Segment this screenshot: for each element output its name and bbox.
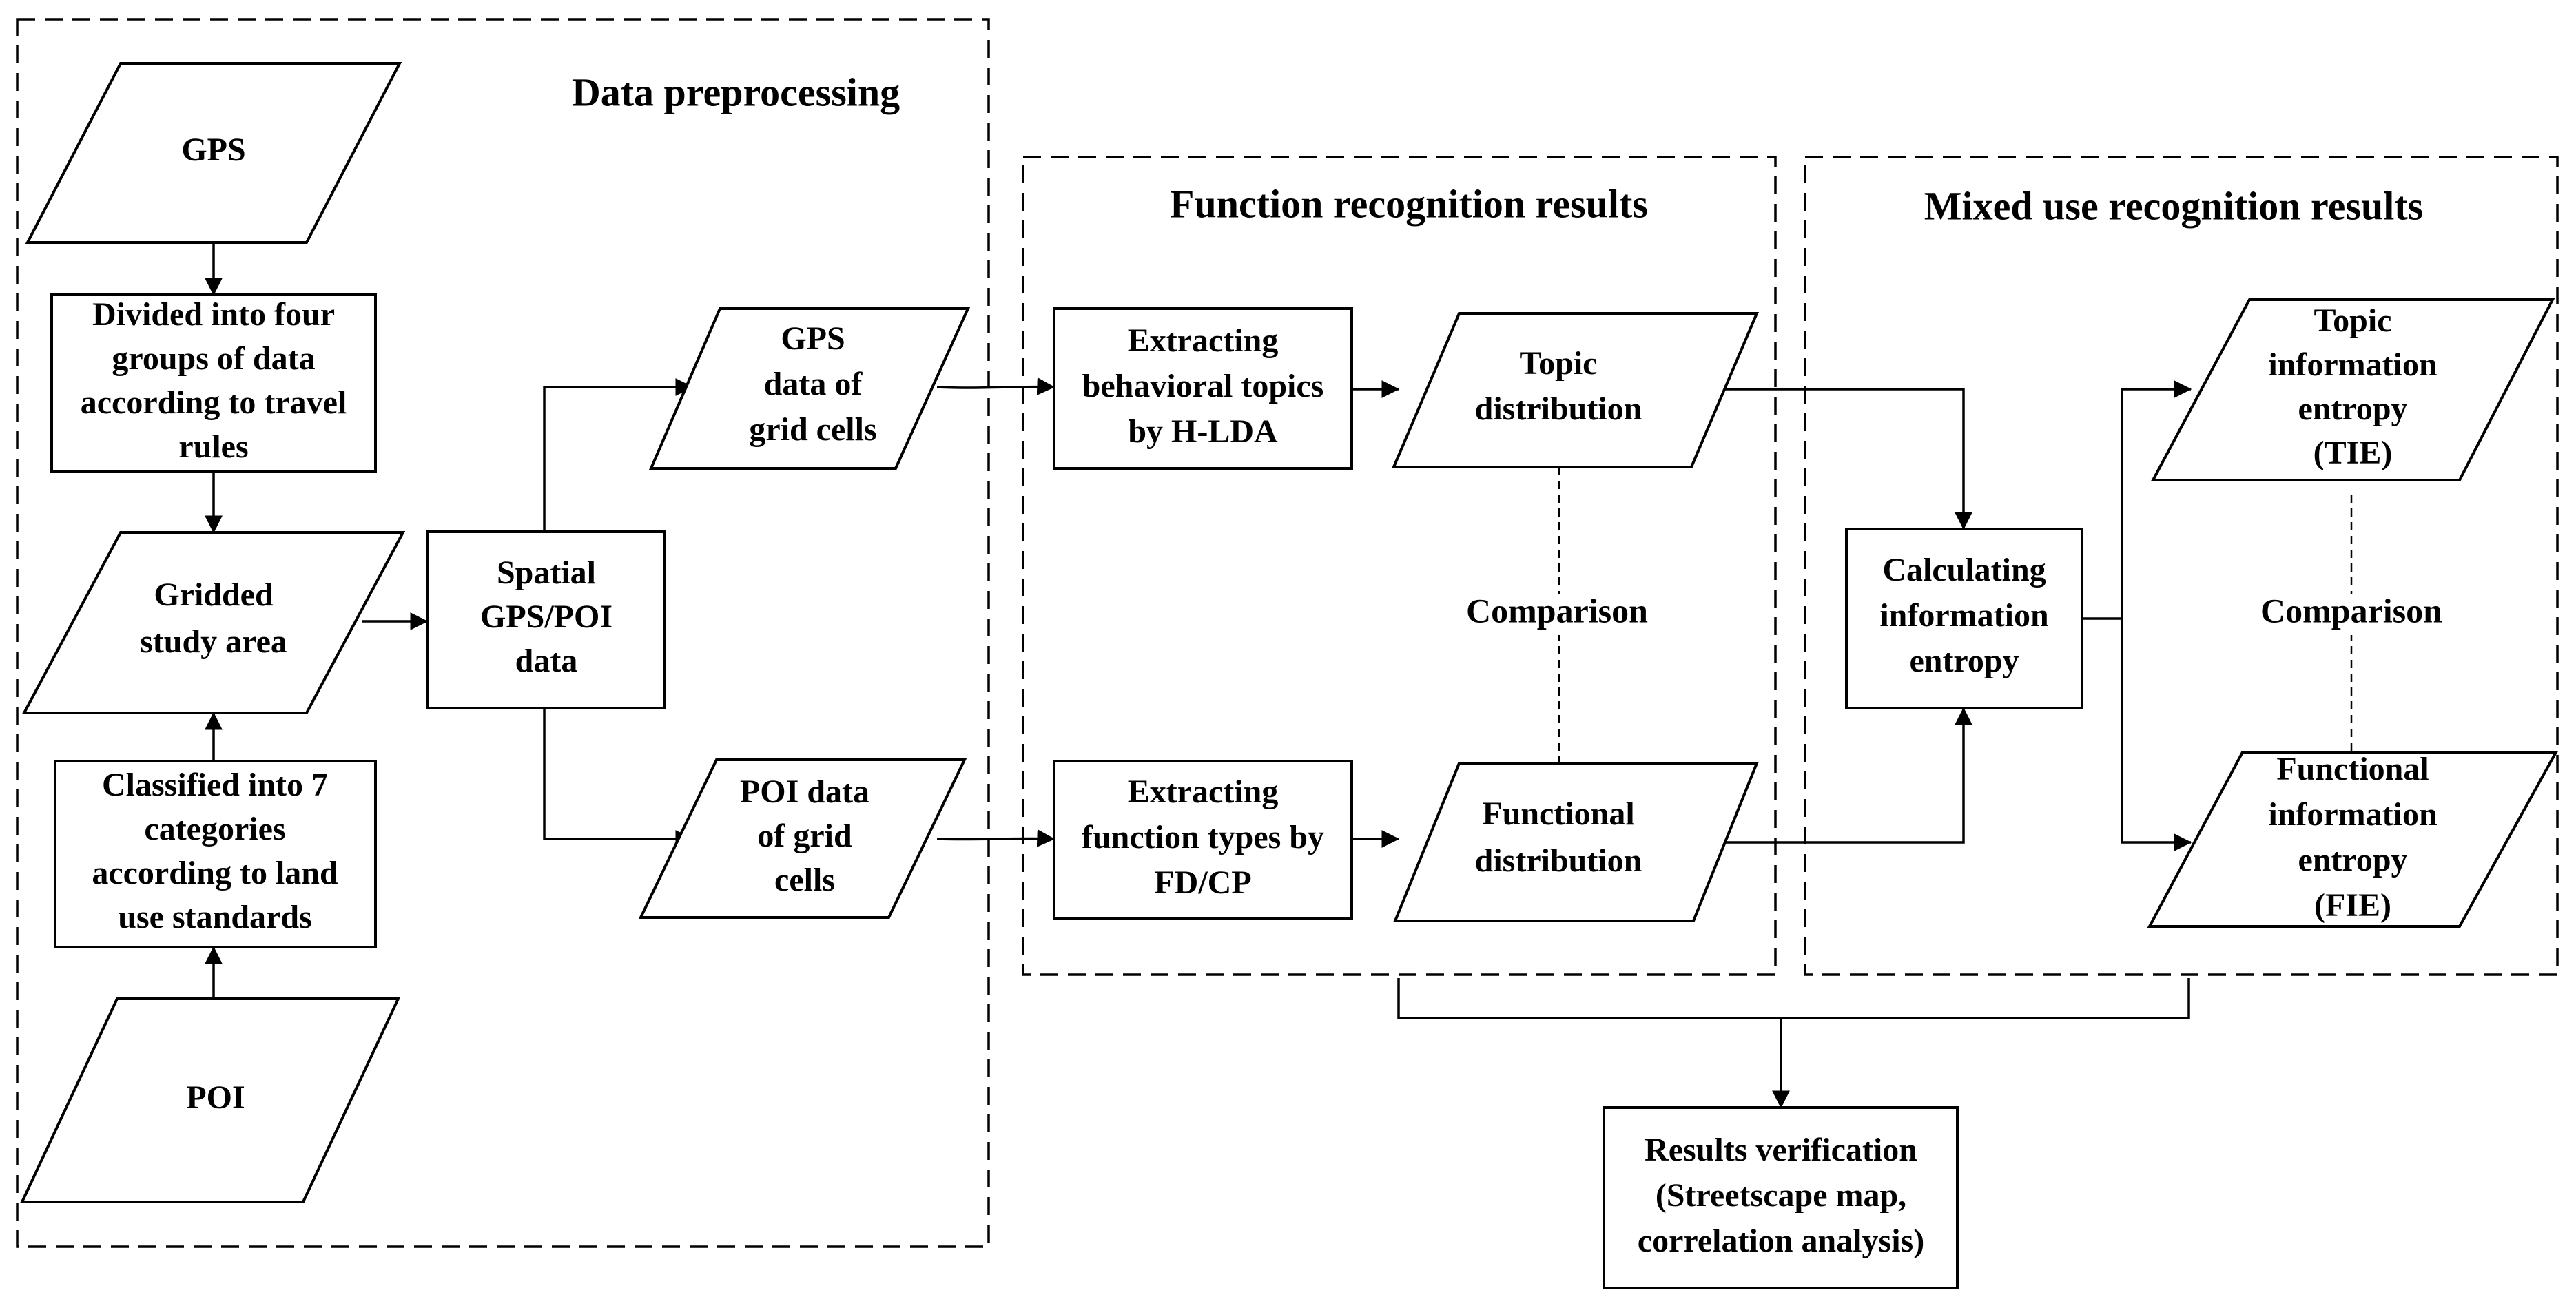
- edge-groups-to-verification: [1397, 978, 2190, 1108]
- node-label-line: entropy: [2298, 842, 2407, 878]
- svg-text:Results verification(Streetsca: Results verification (Streetscape map, cor…: [1638, 1132, 1924, 1259]
- group-frame-function: [1022, 156, 1777, 976]
- node-tie: Topic information entropy (TIE): [2150, 298, 2555, 481]
- node-gps-grid: GPS data of grid cells: [648, 307, 971, 470]
- node-label-line: entropy: [1909, 643, 2019, 679]
- node-classified: Classified into 7 categories according to …: [54, 760, 377, 948]
- edge-calc-entropy-to-tie: [2082, 380, 2192, 620]
- node-divided: Divided into four groups of data according…: [50, 293, 377, 473]
- node-label-line: (TIE): [2314, 435, 2393, 471]
- node-gridded: Gridded study area: [21, 531, 406, 714]
- node-label-line: groups of data: [112, 340, 315, 377]
- node-label-line: function types by: [1082, 819, 1324, 855]
- node-gps: GPS: [25, 62, 402, 244]
- edge-spatial-to-gps-grid: [543, 378, 694, 532]
- node-label-line: GPS: [781, 320, 845, 357]
- node-label-line: study area: [140, 623, 287, 660]
- node-extract-topics: Extracting behavioral topics by H-LDA: [1053, 307, 1353, 470]
- node-label-line: entropy: [2298, 391, 2407, 427]
- group-frame-mixed: [1804, 156, 2559, 976]
- node-label-line: distribution: [1475, 842, 1642, 879]
- node-label-line: Spatial: [497, 554, 596, 591]
- node-label-line: Classified into 7: [102, 767, 328, 803]
- node-label-line: correlation analysis): [1638, 1223, 1924, 1259]
- node-label-line: Functional: [2276, 751, 2429, 787]
- node-calc-entropy: Calculating information entropy: [1845, 528, 2083, 709]
- node-label-line: use standards: [118, 899, 311, 935]
- node-label-line: grid cells: [749, 411, 876, 448]
- node-label-line: of grid: [757, 818, 852, 854]
- edge-topic-dist-to-calc-entropy: [1722, 388, 1972, 530]
- node-label-line: rules: [178, 428, 248, 465]
- node-poi: POI: [19, 997, 401, 1203]
- node-verification: Results verification (Streetscape map, cor…: [1603, 1106, 1959, 1289]
- node-label-line: Results verification: [1645, 1132, 1917, 1168]
- node-label-line: Topic: [2314, 302, 2392, 339]
- node-label-line: data: [515, 643, 578, 679]
- node-label-line: by H-LDA: [1128, 413, 1278, 450]
- node-poi-grid: POI data of grid cells: [638, 758, 967, 919]
- edge-spatial-to-poi-grid: [543, 708, 694, 848]
- node-label-line: Extracting: [1128, 774, 1279, 810]
- group-title-preprocessing: Data preprocessing: [572, 70, 900, 114]
- edge-poi-grid-to-extract-functions: [936, 829, 1055, 848]
- edge-gps-grid-to-extract-topics: [936, 377, 1055, 396]
- node-label-line: Gridded: [154, 577, 274, 613]
- group-title-mixed: Mixed use recognition results: [1924, 183, 2423, 228]
- node-label-line: Topic: [1520, 345, 1598, 382]
- node-label-line: POI: [186, 1079, 245, 1116]
- node-label-line: data of: [764, 366, 863, 402]
- node-label-line: Extracting: [1128, 322, 1279, 359]
- node-label-line: categories: [144, 811, 285, 847]
- comparison-label-right: Comparison: [2260, 591, 2442, 630]
- group-frame-preprocessing: [16, 18, 990, 1248]
- group-title-function: Function recognition results: [1170, 181, 1648, 226]
- node-label-line: FD/CP: [1154, 864, 1251, 901]
- edge-func-dist-to-calc-entropy: [1722, 707, 1972, 844]
- svg-text:GPS: GPS: [181, 132, 245, 168]
- node-topic-dist: Topic distribution: [1391, 312, 1760, 468]
- node-label-line: according to travel: [81, 384, 347, 421]
- node-label-line: Calculating: [1882, 552, 2046, 588]
- node-label-line: information: [1879, 597, 2048, 634]
- node-label-line: information: [2268, 346, 2437, 383]
- node-label-line: according to land: [92, 855, 338, 891]
- node-label-line: (FIE): [2314, 887, 2391, 924]
- node-label-line: behavioral topics: [1082, 368, 1324, 404]
- node-func-dist: Functional distribution: [1393, 762, 1759, 922]
- node-fie: Functional information entropy (FIE): [2147, 751, 2559, 928]
- node-extract-functions: Extracting function types by FD/CP: [1053, 760, 1353, 920]
- node-label-line: distribution: [1475, 391, 1642, 427]
- svg-text:POI: POI: [186, 1079, 245, 1116]
- node-label-line: POI data: [740, 774, 869, 810]
- comparison-left-bg: [1454, 594, 1667, 635]
- node-label-line: (Streetscape map,: [1656, 1177, 1906, 1214]
- node-label-line: GPS: [181, 132, 245, 168]
- node-label-line: GPS/POI: [480, 599, 612, 635]
- node-label-line: Divided into four: [92, 296, 335, 333]
- comparison-label-left: Comparison: [1466, 591, 1648, 630]
- node-label-line: Functional: [1482, 796, 1634, 832]
- comparison-right-bg: [2245, 594, 2458, 635]
- node-label-line: cells: [774, 862, 835, 898]
- node-label-line: information: [2268, 796, 2437, 833]
- edge-calc-entropy-to-fie: [2121, 619, 2192, 851]
